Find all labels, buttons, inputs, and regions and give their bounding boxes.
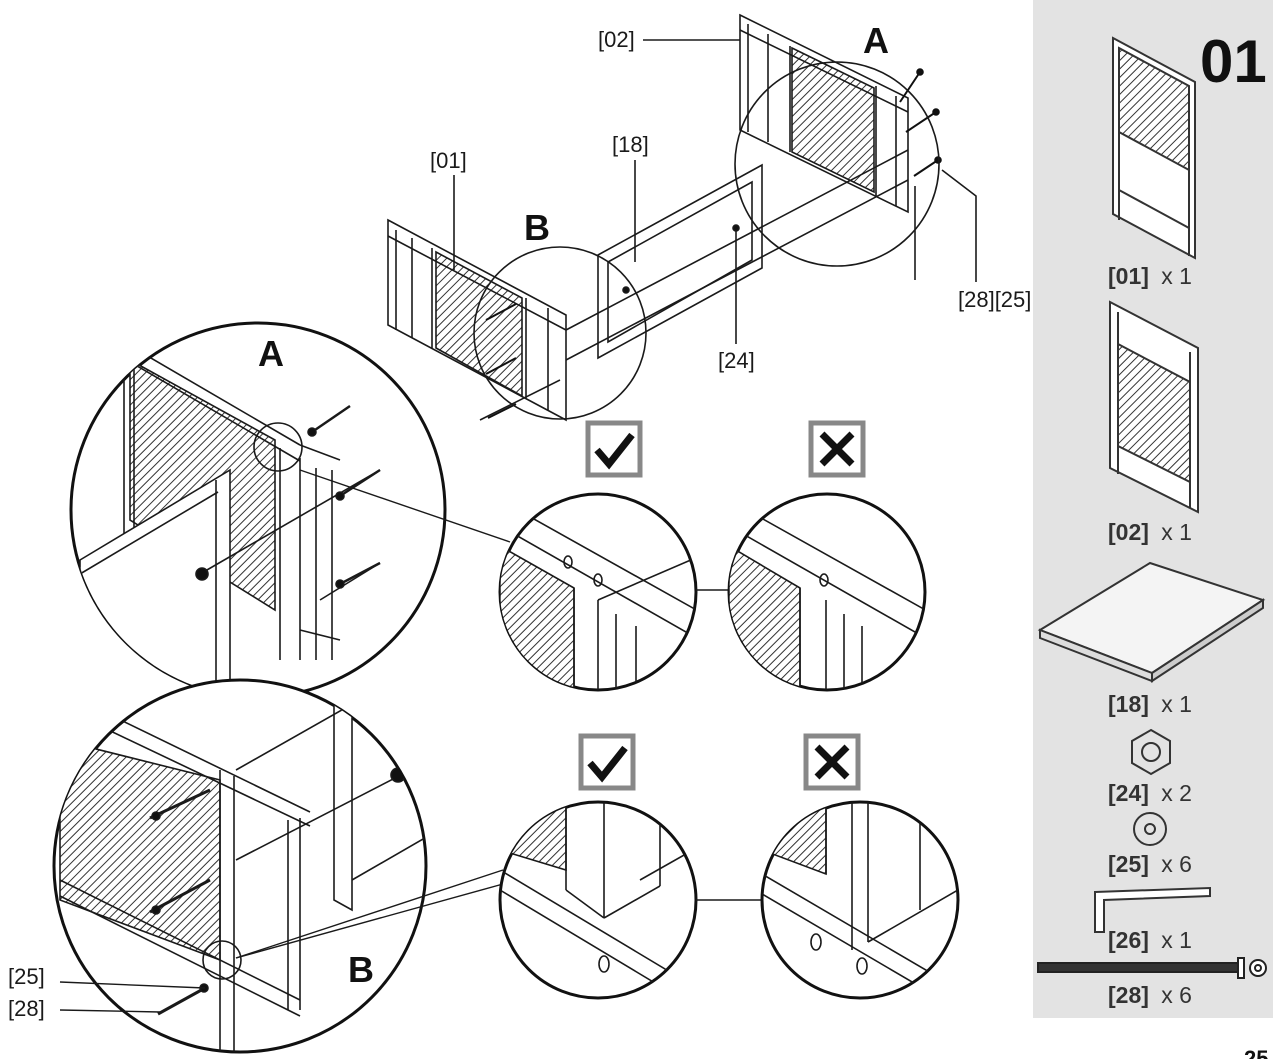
allen-key-icon bbox=[1094, 886, 1211, 933]
label-part-28-25: [28][25] bbox=[958, 287, 1031, 312]
detail-correct-b bbox=[498, 800, 698, 1000]
exploded-assembly-view bbox=[387, 13, 977, 422]
hex-nut-icon bbox=[1131, 728, 1171, 776]
svg-text:[25] x 6: [25] x 6 bbox=[1108, 851, 1192, 877]
callout-b-detail: B bbox=[348, 949, 374, 990]
detail-incorrect-a bbox=[727, 492, 927, 692]
shelf-18 bbox=[597, 163, 763, 360]
part-id: [25] bbox=[1108, 851, 1149, 877]
part-qty: x 2 bbox=[1161, 780, 1192, 806]
bolts-a bbox=[899, 68, 942, 177]
detail-correct-a bbox=[498, 492, 698, 692]
cross-badge-b bbox=[803, 733, 861, 791]
shelf-panel-icon bbox=[1037, 561, 1266, 683]
part-qty: x 1 bbox=[1161, 263, 1192, 289]
callout-a-top: A bbox=[863, 20, 889, 61]
parts-sidebar: 01 [01] x 1 [02] x 1 bbox=[1033, 0, 1273, 1018]
label-part-02: [02] bbox=[598, 27, 635, 52]
part-qty: x 1 bbox=[1161, 927, 1192, 953]
label-part-24: [24] bbox=[718, 348, 755, 373]
bolt-icon bbox=[1037, 957, 1267, 979]
cross-badge-a bbox=[808, 420, 866, 478]
detail-circle-b bbox=[473, 246, 647, 420]
part-id: [26] bbox=[1108, 927, 1149, 953]
part-id: [01] bbox=[1108, 263, 1149, 289]
callout-b-top: B bbox=[524, 207, 550, 248]
svg-text:[26] x 1: [26] x 1 bbox=[1108, 927, 1192, 953]
label-part-01: [01] bbox=[430, 148, 467, 173]
svg-text:[18] x 1: [18] x 1 bbox=[1108, 691, 1192, 717]
washer-icon bbox=[1133, 812, 1167, 846]
svg-text:[02] x 1: [02] x 1 bbox=[1108, 519, 1192, 545]
part-qty: x 1 bbox=[1161, 519, 1192, 545]
label-part-18: [18] bbox=[612, 132, 649, 157]
check-badge-a bbox=[585, 420, 643, 478]
part-id: [28] bbox=[1108, 982, 1149, 1008]
part-qty: x 1 bbox=[1161, 691, 1192, 717]
label-part-25: [25] bbox=[8, 964, 45, 989]
step-number: 01 bbox=[1200, 28, 1267, 95]
check-badge-b bbox=[578, 733, 636, 791]
part-qty: x 6 bbox=[1161, 982, 1192, 1008]
detail-view-b: B bbox=[52, 678, 504, 1054]
svg-text:[24] x 2: [24] x 2 bbox=[1108, 780, 1192, 806]
detail-circle-a bbox=[734, 61, 940, 267]
part-id: [02] bbox=[1108, 519, 1149, 545]
part-qty: x 6 bbox=[1161, 851, 1192, 877]
detail-incorrect-b bbox=[760, 800, 960, 1000]
callout-a-detail: A bbox=[258, 333, 284, 374]
side-frame-icon bbox=[1109, 300, 1199, 514]
side-frame-icon bbox=[1112, 36, 1196, 260]
bolts-b bbox=[485, 303, 517, 419]
part-id: [24] bbox=[1108, 780, 1149, 806]
label-part-28: [28] bbox=[8, 996, 45, 1021]
detail-view-a: A bbox=[69, 321, 511, 699]
part-id: [18] bbox=[1108, 691, 1149, 717]
page-number: 25 bbox=[1244, 1046, 1268, 1059]
svg-text:[28] x 6: [28] x 6 bbox=[1108, 982, 1192, 1008]
svg-text:[01] x 1: [01] x 1 bbox=[1108, 263, 1192, 289]
frame-01 bbox=[387, 218, 567, 422]
